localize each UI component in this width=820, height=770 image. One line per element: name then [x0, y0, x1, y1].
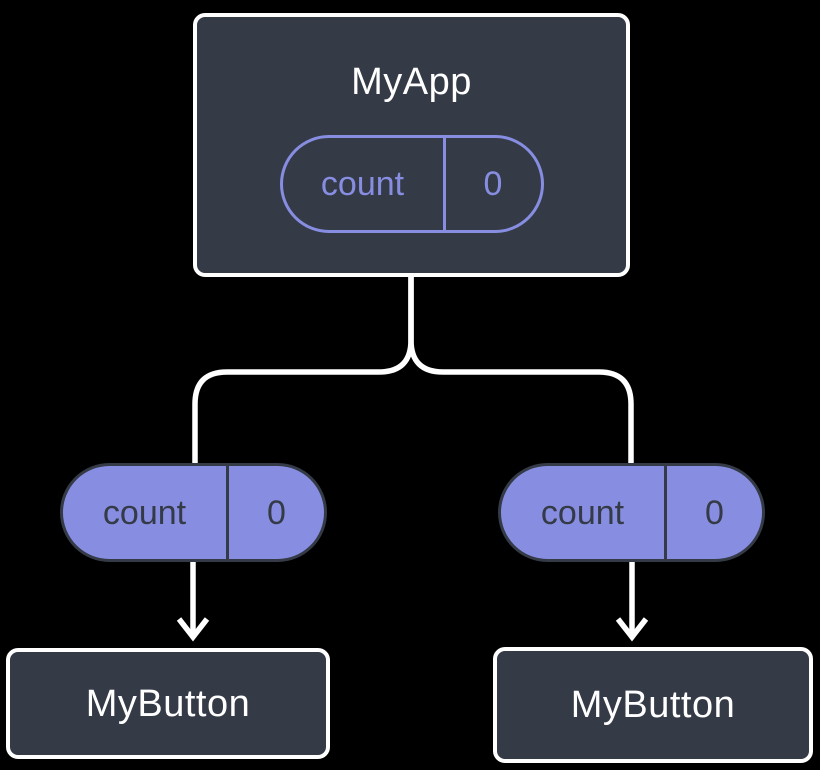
tree-branch-left — [192, 277, 414, 463]
state-name: count — [320, 165, 405, 203]
prop-pill-right: count 0 — [498, 463, 765, 562]
prop-name: count — [102, 493, 187, 532]
prop-name: count — [540, 493, 625, 532]
mybutton-node-left: MyButton — [6, 648, 330, 759]
state-value: 0 — [442, 138, 541, 230]
prop-value: 0 — [226, 466, 324, 559]
arrow-right-head-icon — [615, 617, 649, 642]
myapp-label: MyApp — [351, 61, 472, 103]
prop-pill-left: count 0 — [60, 463, 327, 562]
arrow-left-head-icon — [176, 617, 210, 642]
myapp-node: MyApp count 0 — [193, 13, 630, 277]
mybutton-label: MyButton — [570, 684, 736, 726]
tree-branch-right — [408, 277, 634, 463]
myapp-state-pill: count 0 — [279, 135, 544, 233]
mybutton-label: MyButton — [85, 682, 251, 725]
mybutton-node-right: MyButton — [493, 647, 813, 763]
prop-value: 0 — [664, 466, 762, 559]
